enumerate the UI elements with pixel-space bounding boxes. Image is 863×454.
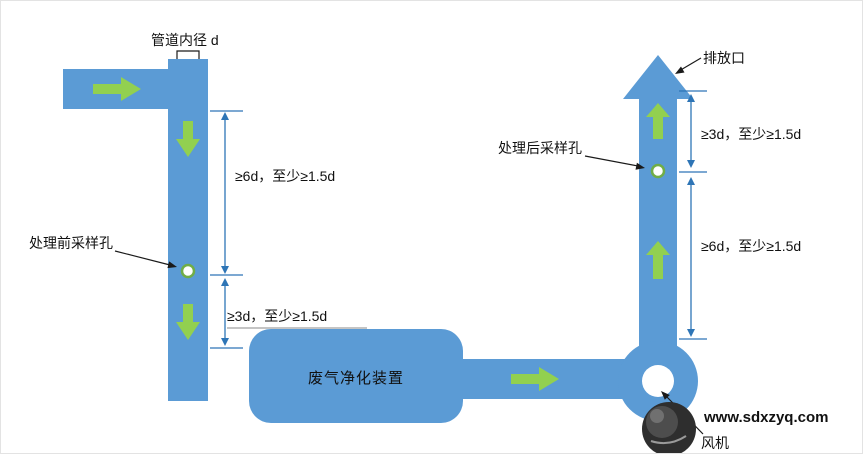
post-sampling-port	[650, 163, 666, 179]
leader-pre-sampling	[114, 250, 171, 266]
purification-device-box	[249, 329, 463, 423]
watermark-text: www.sdxzyq.com	[703, 409, 828, 426]
dimension-lines	[210, 90, 707, 349]
dim-arrow	[221, 266, 229, 274]
flow-arrow-right-device-outlet	[511, 367, 559, 391]
dimension-label-left-upper: ≥6d，至少≥1.5d	[235, 168, 335, 184]
dimension-label-right-upper: ≥3d，至少≥1.5d	[701, 126, 801, 142]
flow-arrows	[93, 77, 670, 391]
watermark-logo-highlight	[650, 409, 664, 423]
stack-outlet-arrowhead	[623, 55, 693, 99]
leader-post-sampling	[584, 155, 639, 167]
discharge-outlet-label: 排放口	[703, 50, 745, 66]
leader-outlet	[678, 57, 702, 72]
fan-hub	[642, 365, 674, 397]
dimension-arrowheads	[221, 94, 695, 346]
watermark: www.sdxzyq.com	[642, 402, 828, 453]
leader-arrow	[675, 66, 685, 74]
flow-arrow-up-lower	[646, 241, 670, 279]
leader-arrow	[167, 261, 177, 269]
watermark-logo-swirl	[650, 435, 687, 445]
watermark-logo-shade	[646, 406, 678, 438]
pipe-network	[63, 55, 698, 423]
dim-arrow	[687, 329, 695, 337]
flow-arrow-right-inlet	[93, 77, 141, 101]
dim-arrow	[687, 177, 695, 185]
pipe-diameter-bracket	[176, 50, 200, 59]
pre-sampling-label: 处理前采样孔	[29, 235, 113, 251]
pipe-inner-diameter-label: 管道内径 d	[151, 32, 219, 48]
pre-sampling-port	[180, 263, 196, 279]
dim-arrow	[687, 94, 695, 102]
leader-arrow	[635, 162, 645, 170]
dim-arrow	[221, 338, 229, 346]
dim-arrow	[687, 160, 695, 168]
dim-arrow	[221, 112, 229, 120]
dimension-label-left-lower: ≥3d，至少≥1.5d	[227, 308, 327, 324]
sampling-ports	[180, 163, 666, 279]
dimension-label-right-lower: ≥6d，至少≥1.5d	[701, 238, 801, 254]
leader-arrowheads	[167, 66, 685, 400]
fan-label: 风机	[701, 435, 729, 451]
leader-arrow	[661, 391, 670, 400]
dim-arrow	[221, 278, 229, 286]
flow-arrow-down-upper	[176, 121, 200, 157]
inlet-pipe-vertical	[168, 59, 208, 401]
flow-arrow-up-upper	[646, 103, 670, 139]
flow-arrow-down-lower	[176, 304, 200, 340]
post-sampling-label: 处理后采样孔	[498, 140, 582, 156]
purification-device-label: 废气净化装置	[308, 370, 404, 387]
